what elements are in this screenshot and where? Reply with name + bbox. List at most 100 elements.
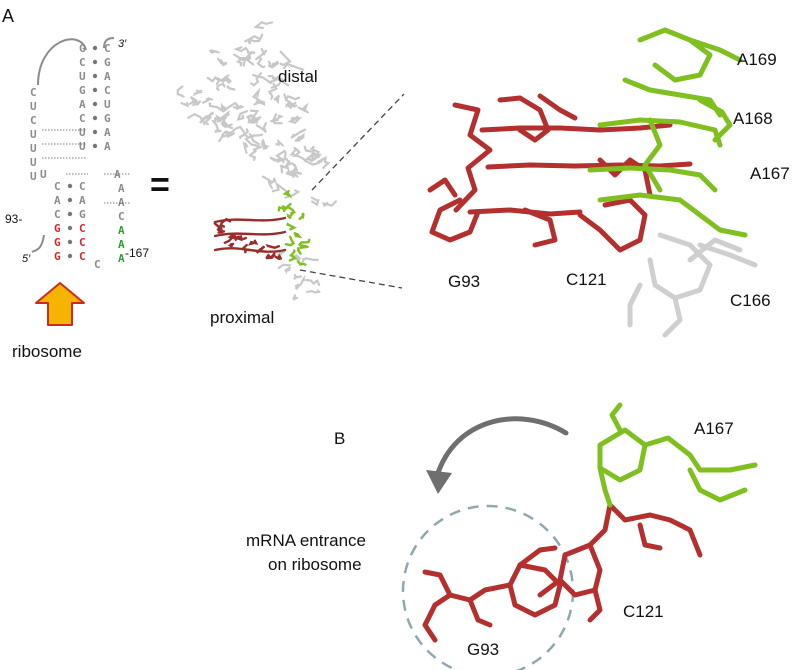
atom-bond bbox=[269, 156, 285, 164]
base-pair-dot bbox=[92, 45, 98, 51]
atom-bond bbox=[201, 97, 214, 104]
base-pair-dot bbox=[92, 129, 98, 135]
nucleotide-lower-5prime: C bbox=[54, 180, 61, 193]
c166-substituent bbox=[627, 282, 643, 328]
atom-bond bbox=[290, 128, 307, 139]
g93-sugar bbox=[429, 197, 481, 243]
atom-bond bbox=[310, 196, 320, 207]
zoom-line-top bbox=[311, 93, 405, 191]
nucleotide-upper-5prime: G bbox=[79, 42, 86, 55]
closeup-stacking-structure bbox=[427, 27, 758, 338]
atom-bond bbox=[306, 289, 322, 294]
nucleotide-upper-5prime: A bbox=[79, 98, 86, 111]
red-base-stack bbox=[213, 230, 287, 238]
atom-bond bbox=[284, 235, 296, 247]
b-c121-phosphate bbox=[637, 522, 663, 551]
nucleotide-upper-5prime: G bbox=[79, 84, 86, 97]
atom-bond bbox=[298, 238, 311, 246]
atom-bond bbox=[271, 114, 284, 125]
green-ring bbox=[697, 97, 733, 143]
mrna-entrance-line2: on ribosome bbox=[268, 555, 362, 574]
nucleotide-upper-3prime: C bbox=[104, 84, 111, 97]
b-c121-link bbox=[587, 502, 613, 548]
atom-bond bbox=[275, 149, 287, 161]
b-a167-amino bbox=[609, 402, 623, 433]
nucleotide-loop: C bbox=[30, 114, 37, 127]
atom-bond bbox=[222, 101, 241, 113]
base-pair-dot bbox=[67, 183, 73, 189]
atom-bond bbox=[301, 257, 319, 263]
red-plane-2 bbox=[485, 161, 693, 170]
base-pair-dot bbox=[67, 253, 73, 259]
red-plane-1 bbox=[479, 122, 673, 133]
nucleotide-lower-5prime: G bbox=[54, 236, 61, 249]
red-backbone-left bbox=[452, 102, 493, 213]
label-a167: A167 bbox=[750, 164, 790, 183]
atom-bond bbox=[242, 141, 249, 154]
atom-bond bbox=[293, 231, 303, 239]
atom-bond bbox=[233, 46, 251, 54]
atom-bond bbox=[176, 85, 185, 98]
nucleotide-loop: U bbox=[30, 128, 37, 141]
atom-bond bbox=[245, 53, 255, 66]
rotation-arrowhead-icon bbox=[426, 470, 452, 494]
nucleotide-loop: C bbox=[30, 86, 37, 99]
mrna-entrance-line1: mRNA entrance bbox=[246, 531, 366, 550]
nucleotide-lower-5prime: A bbox=[54, 194, 61, 207]
nucleotide-lower-5prime: G bbox=[54, 250, 61, 263]
atom-bond bbox=[305, 278, 321, 286]
atom-bond bbox=[297, 102, 309, 114]
hairpin-loop-arc bbox=[37, 38, 87, 86]
atom-bond bbox=[255, 122, 267, 133]
atom-bond bbox=[285, 211, 294, 220]
a167-plane bbox=[587, 165, 718, 193]
atom-bond bbox=[206, 75, 221, 85]
atom-bond bbox=[291, 146, 306, 161]
c121-ring bbox=[577, 197, 648, 253]
nucleotide-upper-3prime: A bbox=[104, 70, 111, 83]
nucleotide-unpaired: A bbox=[118, 238, 125, 251]
nucleotide-upper-3prime: U bbox=[104, 98, 111, 111]
atom-bond bbox=[244, 33, 264, 43]
label-b-g93: G93 bbox=[467, 640, 499, 659]
b-a167-link bbox=[597, 465, 613, 508]
atom-bond bbox=[192, 89, 204, 97]
nucleotide-upper-5prime: U bbox=[79, 140, 86, 153]
position-93-label: 93- bbox=[5, 212, 22, 226]
base-pair-dot bbox=[92, 87, 98, 93]
base-pair-dot bbox=[67, 197, 73, 203]
atom-bond bbox=[218, 133, 231, 143]
base-pair-dot bbox=[92, 101, 98, 107]
atom-bond bbox=[244, 137, 264, 151]
atom-bond bbox=[255, 245, 266, 254]
atom-bond bbox=[213, 222, 226, 233]
atom-bond bbox=[270, 61, 280, 69]
distal-label: distal bbox=[278, 67, 318, 86]
atom-bond bbox=[287, 117, 303, 125]
atom-bond bbox=[236, 110, 248, 121]
red-ring-mid bbox=[522, 207, 558, 248]
tertiary-contacts bbox=[42, 129, 130, 204]
label-a168: A168 bbox=[733, 109, 773, 128]
nucleotide-unpaired: A bbox=[118, 182, 125, 195]
atom-bond bbox=[216, 227, 224, 234]
nucleotide-loop: U bbox=[30, 100, 37, 113]
nucleotide-lower-3prime: C bbox=[79, 222, 86, 235]
atom-bond bbox=[265, 253, 272, 259]
atom-bond bbox=[253, 21, 273, 30]
a169-tail bbox=[687, 37, 743, 63]
atom-bond bbox=[220, 118, 228, 128]
atom-bond bbox=[241, 243, 248, 254]
atom-bond bbox=[299, 244, 309, 249]
atom-bond bbox=[256, 56, 266, 69]
nucleotide-upper-3prime: A bbox=[104, 140, 111, 153]
atom-bond bbox=[297, 260, 307, 266]
atom-bond bbox=[227, 242, 235, 248]
atom-bond bbox=[224, 125, 245, 135]
label-a169: A169 bbox=[737, 50, 777, 69]
label-b-c121: C121 bbox=[623, 602, 664, 621]
atom-bond bbox=[276, 250, 285, 257]
nucleotide-lower-3prime: G bbox=[79, 208, 86, 221]
